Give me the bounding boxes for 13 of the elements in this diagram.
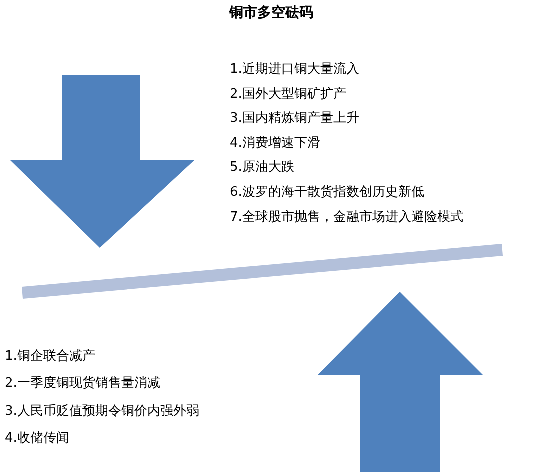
list-item: 4.消费增速下滑 [230,136,320,152]
list-item: 2.一季度铜现货销售量消减 [5,376,160,392]
list-item: 2.国外大型铜矿扩产 [230,86,346,103]
list-item: 1.近期进口铜大量流入 [230,62,360,78]
list-item: 3.国内精炼铜产量上升 [230,111,360,128]
list-item: 3.人民币贬值预期令铜价内强外弱 [5,404,200,420]
list-item: 7.全球股市抛售，金融市场进入避险模式 [230,210,464,226]
title: 铜市多空砝码 [228,4,314,22]
balance-beam [22,244,503,299]
list-item: 4.收储传闻 [5,430,70,447]
list-item: 1.铜企联合减产 [5,349,96,365]
list-item: 5.原油大跌 [230,160,294,176]
list-item: 6.波罗的海干散货指数创历史新低 [230,185,424,201]
